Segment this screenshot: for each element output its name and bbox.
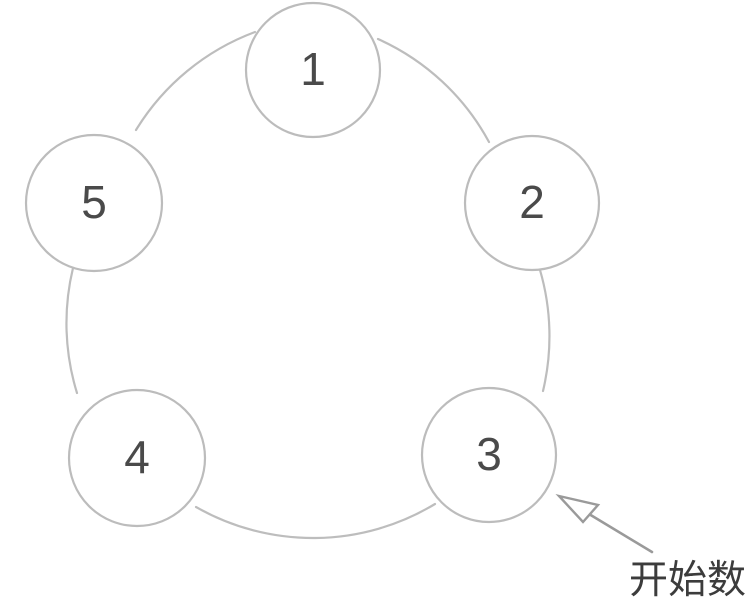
annotation-arrow-head-icon [555,493,601,524]
node-group-4[interactable]: 4 [67,388,207,528]
node-circle-2[interactable] [463,134,601,272]
ring-arc-2-to-3 [538,268,551,393]
ring-arc-3-to-4 [194,502,437,540]
node-circle-3[interactable] [420,386,558,524]
node-circle-1[interactable] [244,1,382,139]
node-group-3[interactable]: 3 [420,386,558,524]
node-group-2[interactable]: 2 [463,134,601,272]
node-group-5[interactable]: 5 [24,133,164,273]
ring-arc-1-to-2 [376,37,491,144]
ring-arc-5-to-1 [134,30,257,132]
node-group-1[interactable]: 1 [244,1,382,139]
node-label-3: 3 [476,428,502,480]
node-label-4: 4 [124,431,150,483]
node-circle-4[interactable] [67,388,207,528]
ring-arcs-group [65,30,551,540]
node-label-2: 2 [519,176,545,228]
annotation-label: 开始数 [629,558,746,603]
annotation-arrow-shaft [587,512,654,554]
ring-arc-4-to-5 [65,266,79,395]
node-label-5: 5 [81,176,107,228]
start-annotation-group: 开始数 [555,493,746,603]
node-label-1: 1 [300,43,326,95]
node-circle-5[interactable] [24,133,164,273]
